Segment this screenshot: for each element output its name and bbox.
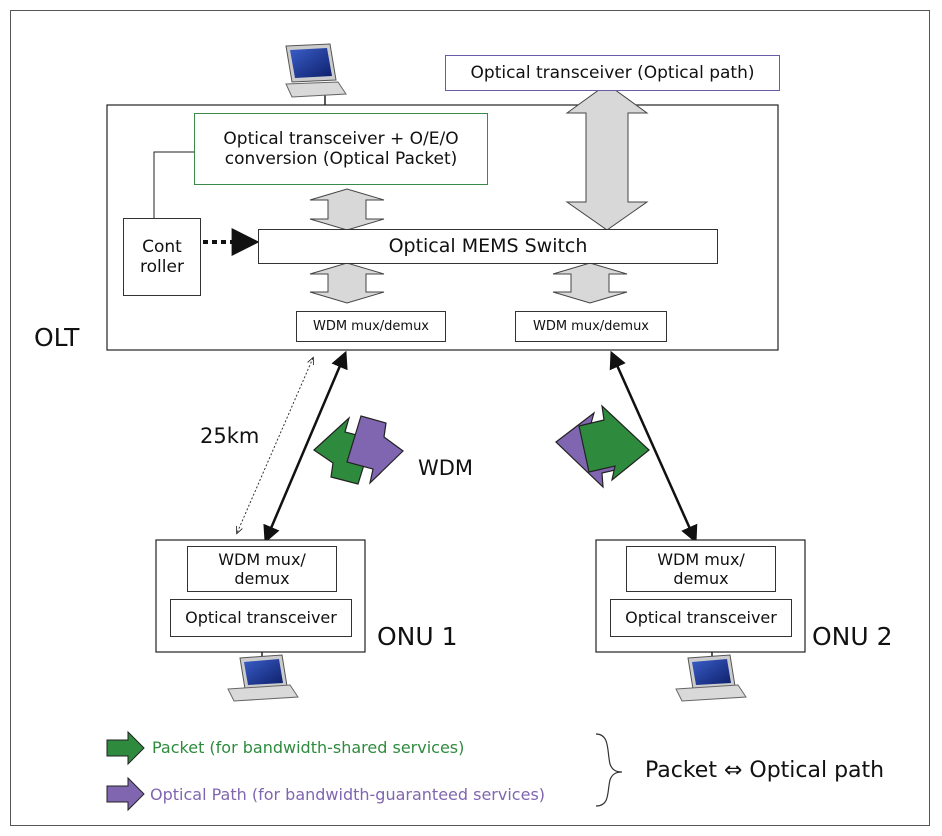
distance-label: 25km [200,424,260,448]
legend-path-label: Optical Path (for bandwidth-guaranteed s… [150,785,546,804]
legend-path-arrow-icon [106,776,145,812]
figure-frame [10,10,930,826]
onu1-transceiver-box: Optical transceiver [170,599,352,637]
onu2-wdm-label: WDM mux/ demux [657,549,745,588]
onu1-transceiver-label: Optical transceiver [185,608,337,628]
onu2-label: ONU 2 [812,622,893,651]
optical-path-gray-arrow [565,83,649,231]
mems-switch-label: Optical MEMS Switch [388,235,588,258]
wdm-label: WDM [418,456,474,480]
wdm-arrows-onu2-icon [555,404,650,489]
mems-switch-box: Optical MEMS Switch [258,229,718,264]
mems-wdm-right-gray-arrow [552,262,628,304]
oeo-transceiver-label: Optical transceiver + O/E/O conversion (… [223,128,459,169]
legend-packet-label: Packet (for bandwidth-shared services) [152,738,465,757]
optical-path-transceiver-label: Optical transceiver (Optical path) [470,62,755,83]
optical-path-transceiver-box: Optical transceiver (Optical path) [445,55,780,91]
legend-packet-arrow-icon [106,730,145,766]
laptop-onu1-icon [227,652,299,702]
legend-summary-label: Packet ⇔ Optical path [645,758,885,783]
laptop-olt-icon [285,43,347,105]
onu1-label: ONU 1 [377,622,458,651]
onu2-transceiver-box: Optical transceiver [610,599,792,637]
oeo-mems-gray-arrow [309,188,385,231]
olt-label: OLT [34,323,80,352]
oeo-transceiver-box: Optical transceiver + O/E/O conversion (… [194,113,488,185]
legend-brace [595,733,623,807]
olt-wdm-left-label: WDM mux/demux [312,318,430,334]
mems-wdm-left-gray-arrow [309,262,385,304]
wdm-arrows-onu1-icon [313,415,404,485]
olt-wdm-right-label: WDM mux/demux [532,318,650,334]
laptop-onu2-icon [675,652,747,702]
controller-box: Cont roller [123,218,201,296]
onu2-wdm-box: WDM mux/ demux [626,546,776,592]
olt-wdm-right-box: WDM mux/demux [515,311,667,342]
onu2-transceiver-label: Optical transceiver [625,608,777,628]
fiber-onu2 [609,350,698,544]
olt-wdm-left-box: WDM mux/demux [296,311,446,342]
onu1-wdm-label: WDM mux/ demux [218,549,306,588]
onu1-wdm-box: WDM mux/ demux [187,546,337,592]
controller-connection-line [153,151,194,218]
controller-label: Cont roller [140,236,184,277]
